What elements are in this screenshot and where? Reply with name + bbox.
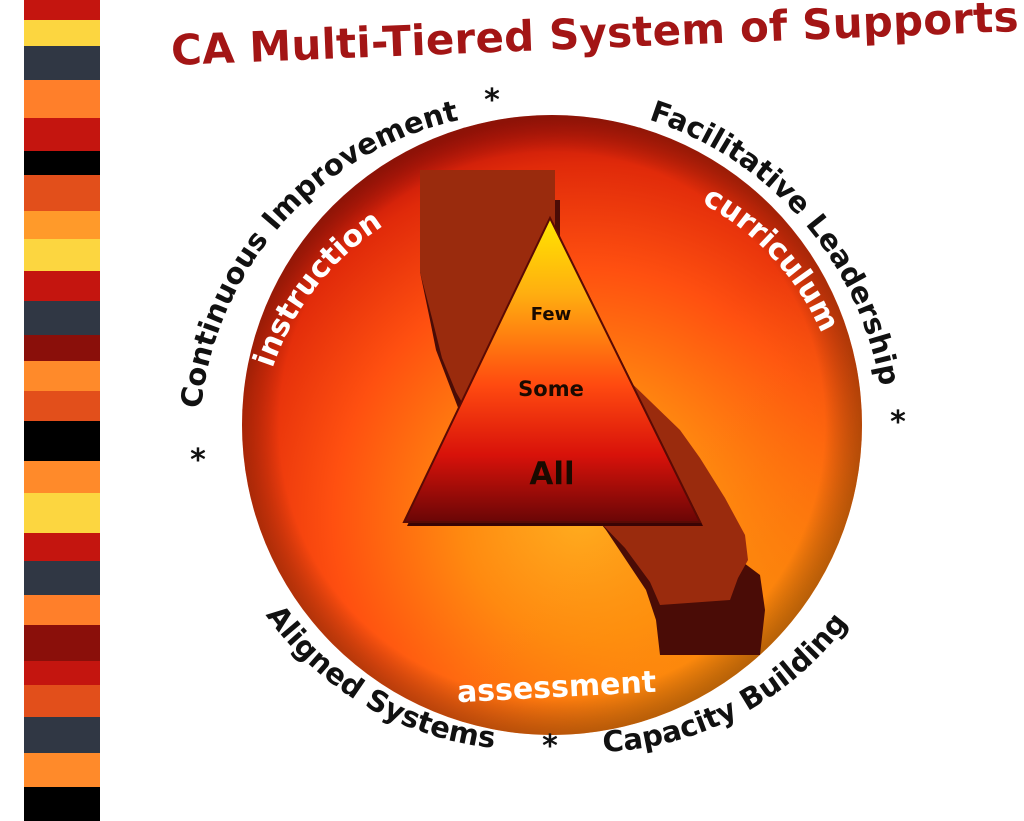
separator-star-right: * [890,405,906,440]
stripe-segment [24,20,100,46]
separator-star-left: * [190,443,206,478]
stripe-segment [24,80,100,118]
stripe-segment [24,421,100,461]
stripe-segment [24,561,100,595]
stripe-segment [24,461,100,493]
stripe-segment [24,0,100,20]
stripe-segment [24,151,100,175]
stripe-segment [24,533,100,561]
stripe-segment [24,118,100,151]
stripe-segment [24,239,100,271]
stripe-segment [24,685,100,717]
stripe-segment [24,361,100,391]
stripe-segment [24,595,100,625]
stripe-segment [24,301,100,335]
stripe-segment [24,335,100,361]
triangle-body [402,215,702,523]
stripe-segment [24,175,100,211]
stripe-segment [24,211,100,239]
separator-star-bottom: * [542,729,558,764]
tier-all-label: All [529,456,574,492]
separator-star-top: * [484,83,500,118]
tier-few-label: Few [531,304,571,325]
stripe-segment [24,271,100,301]
stripe-segment [24,625,100,661]
stripe-segment [24,391,100,421]
stripe-segment [24,493,100,533]
tier-triangle [402,215,703,526]
stripe-segment [24,787,100,821]
tier-some-label: Some [518,377,584,401]
mtss-diagram: Few Some All Continuous Improvement Faci… [174,83,907,764]
stripe-segment [24,717,100,753]
stripe-segment [24,46,100,80]
stripe-segment [24,661,100,685]
